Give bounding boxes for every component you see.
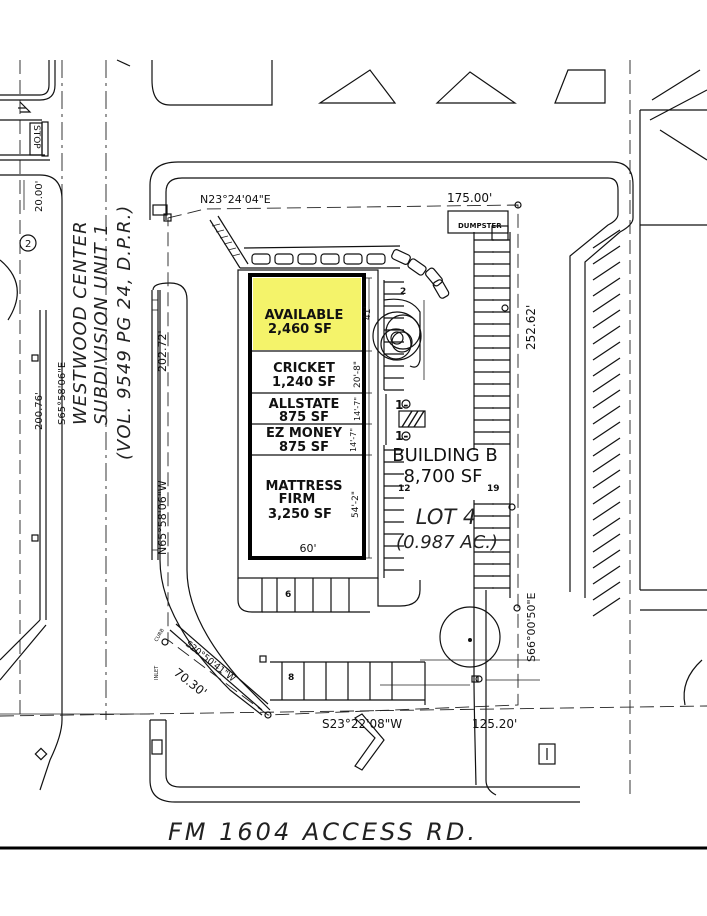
tenant-mattress-name: MATTRESS: [265, 479, 342, 494]
stall-line: [592, 421, 621, 441]
parking-count-north: 2: [400, 287, 406, 297]
stall-line: [592, 229, 621, 249]
tenant-cricket-name: CRICKET: [273, 361, 335, 376]
tenant-mattress-dim: 54'-2": [351, 491, 361, 518]
stall-line: [592, 405, 621, 425]
site-curb: [149, 161, 634, 803]
top-landscape-islands: [116, 59, 707, 121]
stall-line: [592, 261, 621, 281]
tenant-mattress-area: 3,250 SF: [268, 507, 332, 522]
south-features: [354, 589, 707, 771]
tenant-available-dim: 41': [363, 306, 373, 320]
tenant-cricket-dim: 20'-8": [353, 361, 363, 388]
crosswalk-hatch: [209, 215, 249, 269]
south-bearing: S23°22'08"W: [322, 717, 402, 731]
stall-line: [592, 533, 621, 553]
stall-line: [659, 129, 707, 161]
lot-name: LOT 4: [416, 505, 476, 529]
west-distance: 202.72': [156, 330, 169, 372]
adjacent-bearing: S65°58'06"E: [57, 362, 68, 425]
dumpster-label: DUMPSTER: [458, 222, 502, 230]
parking-count-bldg-right: 19: [487, 484, 500, 494]
south-distance: 125.20': [472, 717, 517, 731]
tenant-allstate-area: 875 SF: [279, 410, 329, 425]
north-parking-stalls: [240, 245, 450, 299]
tenant-dividers: [252, 277, 372, 559]
west-bearing: N65°58'06"W: [156, 480, 169, 555]
far-east-parking: [592, 109, 707, 617]
stop-sign-text: STOP: [31, 125, 41, 149]
stall-line: [592, 453, 621, 473]
south-parking-stalls: [262, 578, 540, 705]
stall-line: [592, 325, 621, 345]
building-width-dim: 60': [299, 542, 316, 555]
property-line: [0, 60, 707, 795]
stall-line: [592, 341, 621, 361]
dumpster-enclosure: [447, 210, 509, 241]
stall-line: [592, 373, 621, 393]
curb-label: CURB: [154, 627, 167, 643]
stall-line: [592, 485, 621, 505]
tenant-available-area: 2,460 SF: [268, 322, 332, 337]
stall-line: [592, 565, 621, 585]
inlet-label: INLET: [154, 665, 160, 680]
stall-line: [592, 357, 621, 377]
tree-symbols: [372, 298, 501, 668]
tenant-allstate-name: ALLSTATE: [269, 397, 340, 412]
stall-line: [592, 581, 621, 601]
stall-line: [592, 517, 621, 537]
parking-count-bldg-left: 12: [398, 484, 411, 494]
subdivision-line3: (VOL. 9549 PG 24, D.P.R.): [114, 205, 135, 460]
tenant-ezmoney-area: 875 SF: [279, 440, 329, 455]
stall-line: [592, 309, 621, 329]
stall-line: [592, 597, 621, 617]
utility-pad: 1- 1-: [385, 394, 426, 445]
stall-line: [592, 437, 621, 457]
stall-line: [592, 389, 621, 409]
callout-number: 2: [25, 239, 31, 250]
building-area: 8,700 SF: [403, 466, 482, 487]
road-label: FM 1604 ACCESS RD.: [168, 818, 478, 846]
building-footprint: [237, 269, 421, 613]
tenant-cricket-area: 1,240 SF: [272, 375, 336, 390]
subdivision-line2: SUBDIVISION UNIT 1: [91, 223, 112, 425]
adjacent-distance: 200.76': [34, 392, 45, 430]
parking-count-southwest: 8: [288, 673, 294, 683]
east-distance: 252.62': [524, 305, 538, 350]
tenant-ezmoney-name: EZ MONEY: [266, 426, 343, 441]
stall-line: [592, 469, 621, 489]
west-walkway: [151, 204, 269, 755]
chamfer-distance: 70.30': [171, 665, 209, 699]
east-bearing: S66°00'50"E: [525, 592, 538, 662]
callout-circle: [19, 234, 37, 252]
parking-count-south: 6: [285, 590, 291, 600]
stall-line: [592, 277, 621, 297]
available-suite-highlight: [253, 278, 361, 350]
stall-line: [592, 501, 621, 521]
tenant-ezmoney-dim: 14'-7": [349, 428, 358, 452]
left-road-linework: [0, 60, 150, 791]
tenant-allstate-dim: 14'-7": [353, 397, 362, 421]
tenant-available-name: AVAILABLE: [265, 308, 344, 323]
dim-20-label: 20.00': [34, 181, 45, 212]
stall-line: [592, 293, 621, 313]
subdivision-line1: WESTWOOD CENTER: [70, 220, 91, 425]
lot-acreage: (0.987 AC.): [396, 532, 498, 553]
stall-line: [592, 549, 621, 569]
tenant-mattress-name2: FIRM: [279, 492, 316, 507]
stall-line: [592, 245, 621, 265]
east-parking-stalls: [383, 232, 511, 598]
building-name: BUILDING B: [392, 445, 498, 466]
north-distance: 175.00': [447, 191, 492, 205]
north-bearing: N23°24'04"E: [200, 193, 271, 206]
